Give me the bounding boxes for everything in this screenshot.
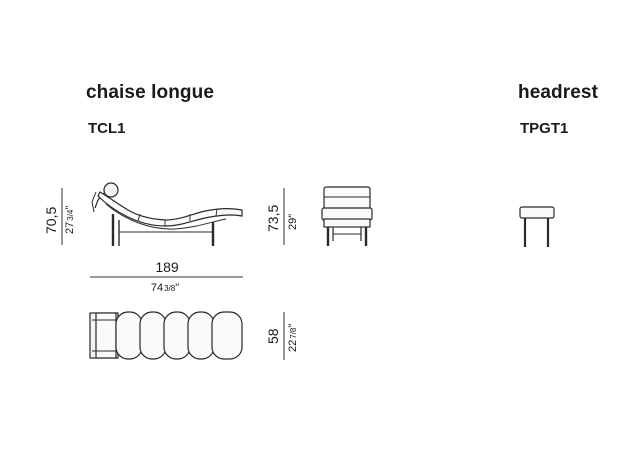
chaise-front-view [321,186,373,246]
top-width-dimension: 58 227/8" [265,312,299,360]
front-height-cm-label: 73,5 [265,205,281,232]
front-height-dimension: 73,5 29" [265,188,299,245]
side-height-cm-label: 70,5 [43,207,59,234]
length-in-label: 743/8" [151,282,179,294]
top-width-cm-label: 58 [265,328,281,344]
chaise-side-view [91,182,243,246]
front-height-in-label: 29" [287,214,299,230]
length-cm-label: 189 [155,259,179,275]
headrest-code: TPGT1 [520,120,569,137]
headrest-view [519,206,555,247]
chaise-longue-title: chaise longue [86,82,215,103]
chaise-longue-code: TCL1 [88,120,126,137]
side-height-dimension: 70,5 273/4" [43,188,76,245]
side-height-in-label: 273/4" [64,206,76,234]
top-width-in-label: 227/8" [287,324,299,352]
headrest-title: headrest [518,82,599,103]
chaise-top-view [89,311,243,360]
length-dimension: 189 743/8" [90,259,243,294]
